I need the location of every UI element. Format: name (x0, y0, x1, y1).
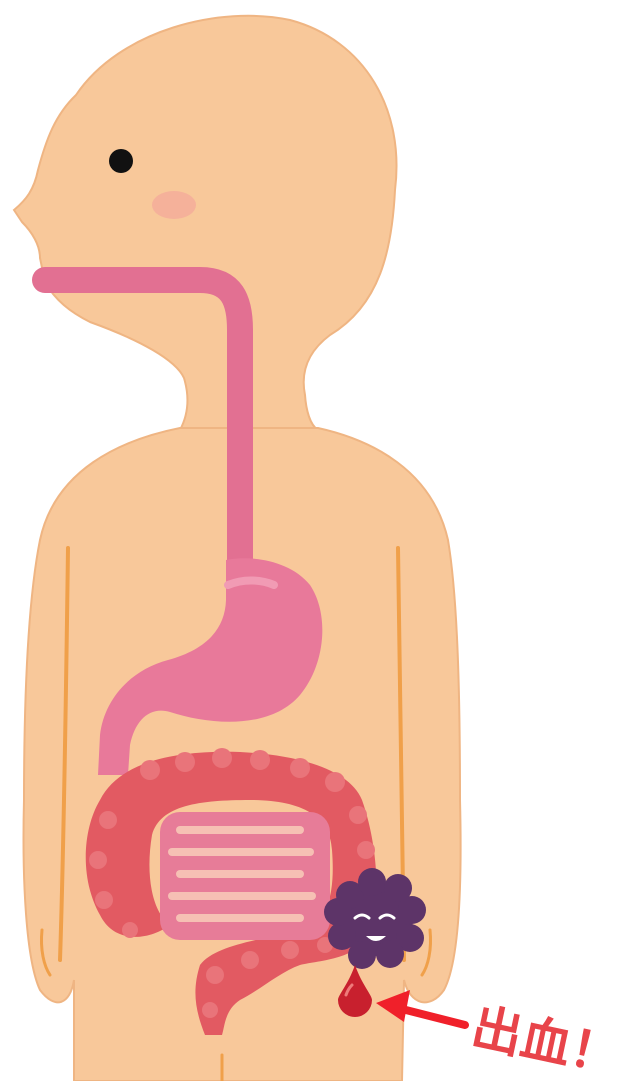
head-neck (14, 16, 397, 430)
eye (109, 149, 133, 173)
small-intestine (160, 812, 330, 940)
cheek (152, 191, 196, 219)
